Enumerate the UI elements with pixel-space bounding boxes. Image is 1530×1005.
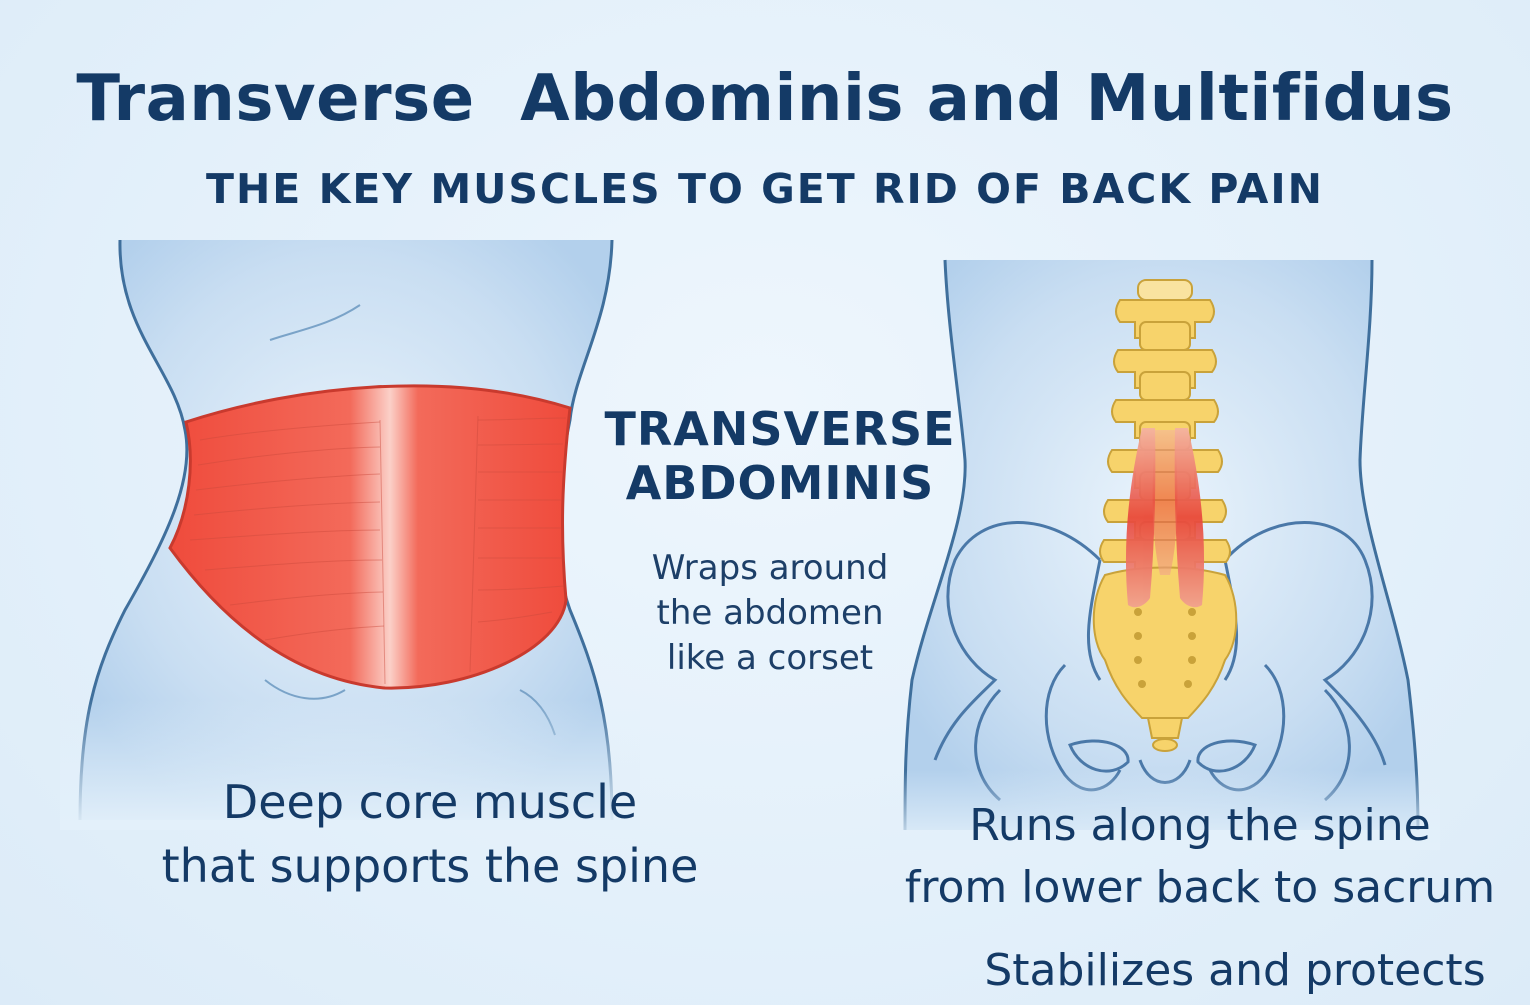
right-caption: Runs along the spine from lower back to … (900, 795, 1500, 919)
page-title: Transverse Abdominis and Multifidus (76, 62, 1454, 136)
desc-line-3: like a corset (666, 638, 874, 678)
right-caption-line-2: from lower back to sacrum (904, 862, 1496, 913)
desc-line-1: Wraps around (651, 548, 889, 588)
left-caption-line-2: that supports the spine (161, 839, 699, 893)
transverse-abdominis-heading: TRANSVERSE ABDOMINIS (600, 402, 960, 510)
heading-line-1: TRANSVERSE (604, 402, 956, 456)
right-caption-line-3: Stabilizes and protects (984, 945, 1486, 996)
page-subtitle: THE KEY MUSCLES TO GET RID OF BACK PAIN (206, 165, 1324, 213)
left-caption-line-1: Deep core muscle (222, 775, 638, 829)
transverse-abdominis-description: Wraps around the abdomen like a corset (620, 546, 920, 681)
transverse-abdominis-muscle (168, 384, 572, 690)
desc-line-2: the abdomen (656, 593, 884, 633)
multifidus-muscle (1125, 428, 1205, 608)
right-caption-line-1: Runs along the spine (969, 800, 1431, 851)
heading-line-2: ABDOMINIS (625, 456, 935, 510)
left-caption: Deep core muscle that supports the spine (130, 770, 730, 898)
